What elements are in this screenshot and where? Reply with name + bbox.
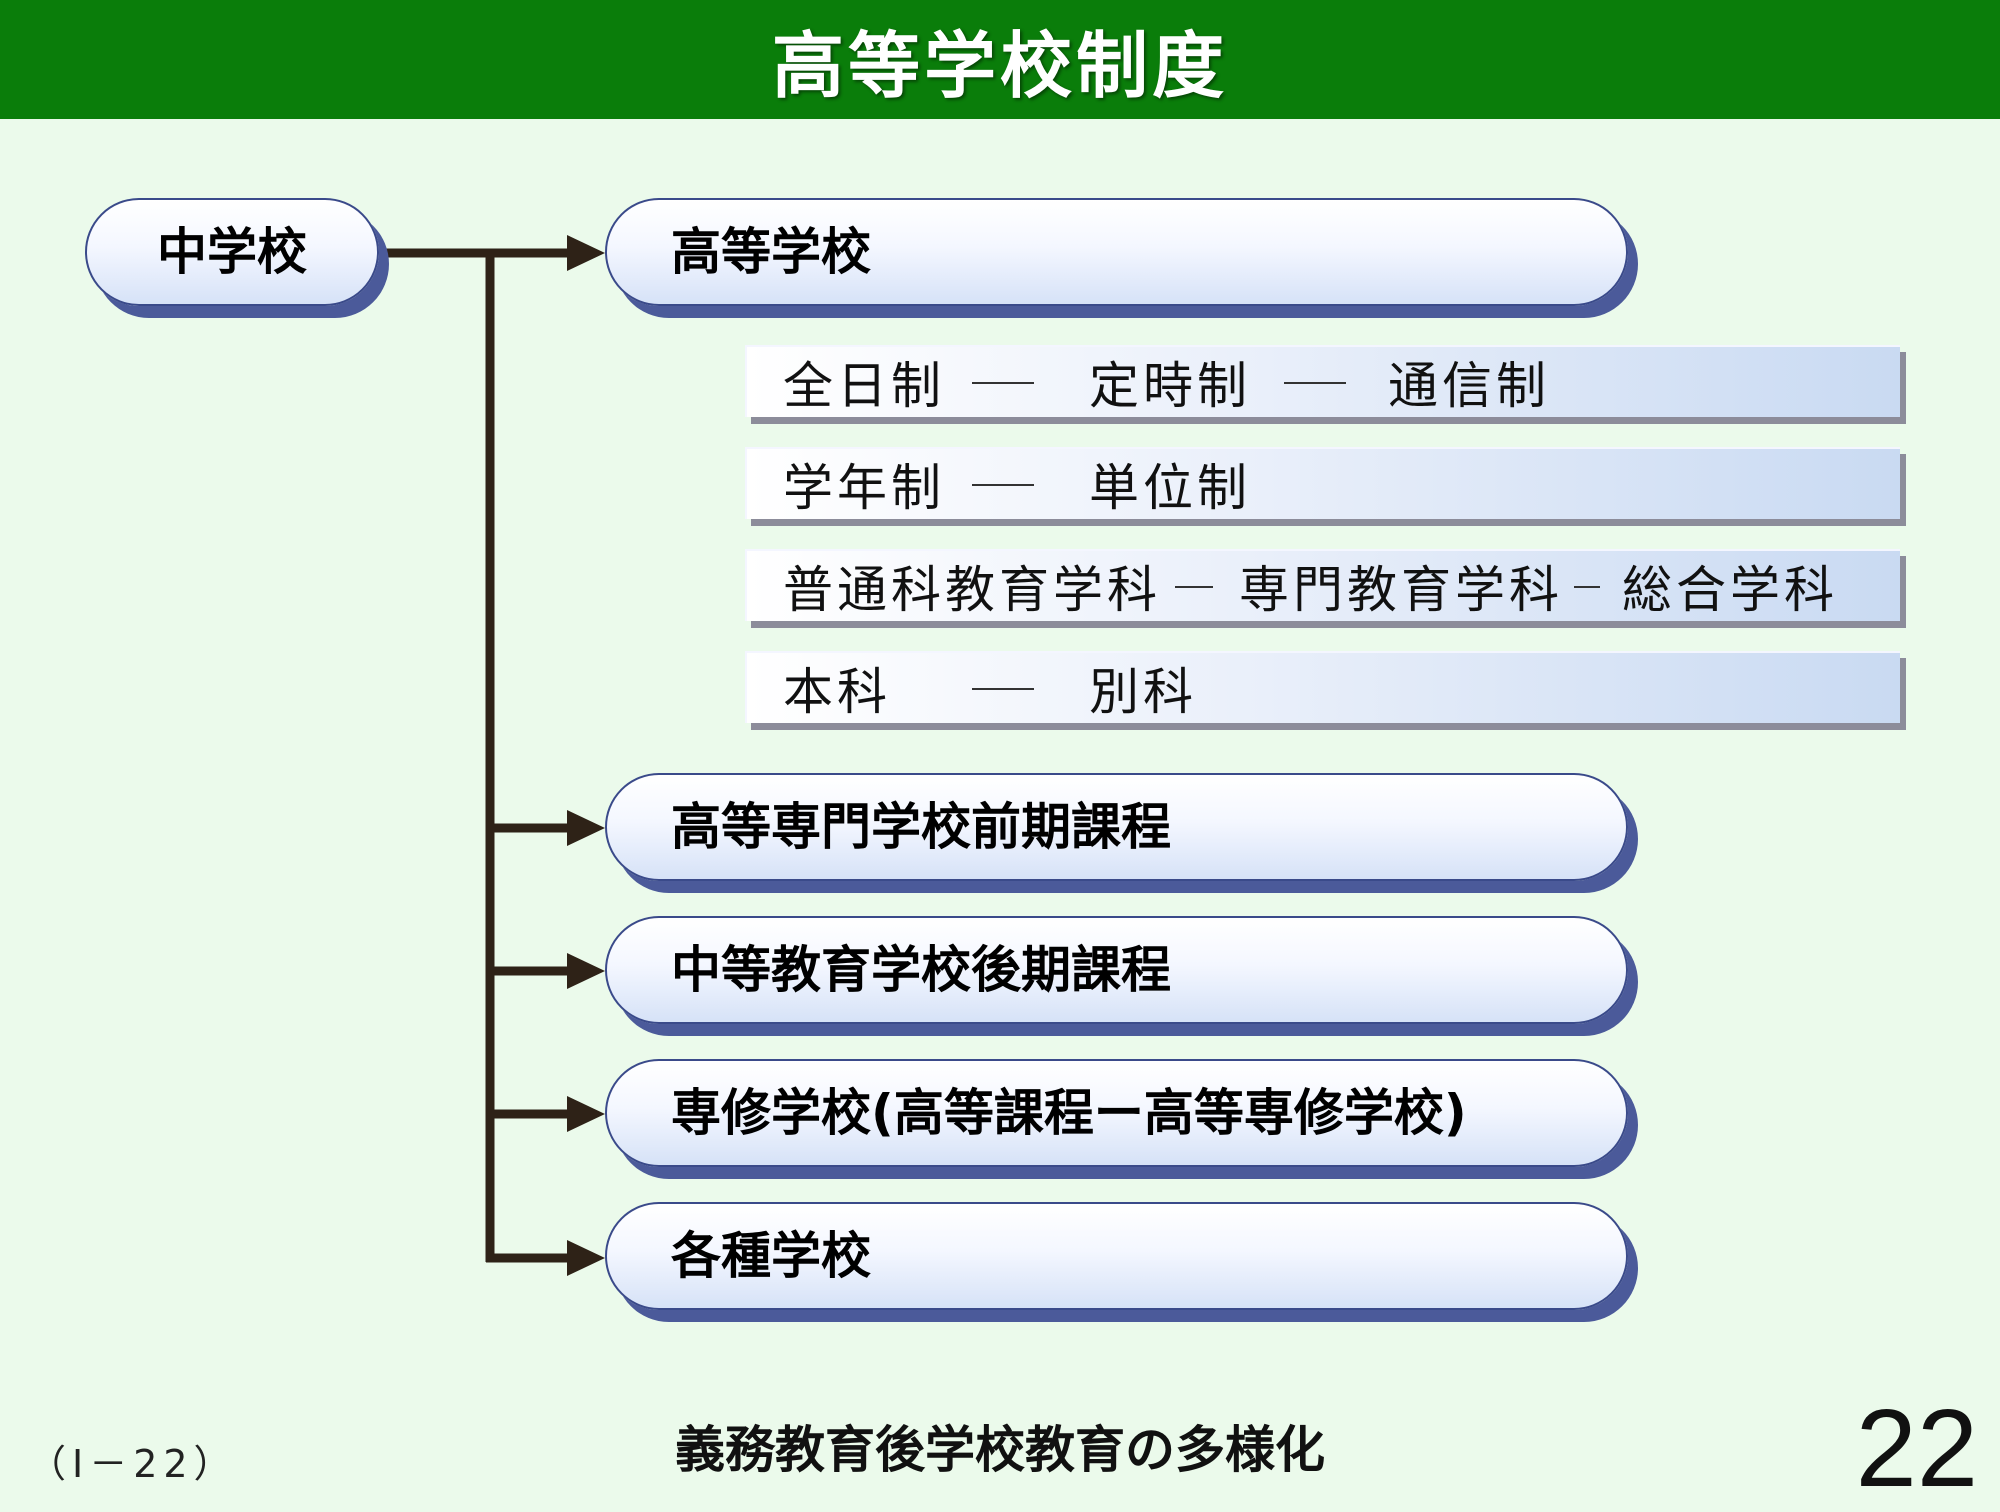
page-title: 高等学校制度 [771,24,1228,108]
panel-department: 普通科教育学科 専門教育学科 総合学科 [745,549,1900,621]
panel-department-dash-2 [1574,586,1600,588]
panel-course-type-dash-1 [972,382,1034,384]
panel-course-type-item-1: 全日制 [783,357,945,415]
node-high-school-label: 高等学校 [671,223,871,281]
panel-course-type-item-3: 通信制 [1388,357,1550,415]
node-specialized-training-label: 専修学校(高等課程ー高等専修学校) [671,1084,1467,1142]
arrowhead-5 [567,1240,605,1276]
node-kosen-early: 高等専門学校前期課程 [605,773,1628,881]
title-bar: 高等学校制度 [0,0,2000,119]
panel-main-course-item-2: 別科 [1089,663,1197,721]
panel-department-item-1: 普通科教育学科 [783,561,1161,619]
node-junior-high-label: 中学校 [157,223,307,281]
node-junior-high: 中学校 [85,198,379,306]
node-secondary-later-label: 中等教育学校後期課程 [671,941,1171,999]
panel-course-type-dash-2 [1284,382,1346,384]
panel-credit-system-dash-1 [972,484,1034,486]
node-specialized-training: 専修学校(高等課程ー高等専修学校) [605,1059,1628,1167]
arrowhead-4 [567,1096,605,1132]
panel-course-type: 全日制 定時制 通信制 [745,345,1900,417]
panel-main-course: 本科 別科 [745,651,1900,723]
panel-credit-system-item-2: 単位制 [1089,459,1251,517]
panel-credit-system-item-1: 学年制 [783,459,945,517]
node-high-school: 高等学校 [605,198,1628,306]
panel-main-course-dash-1 [972,688,1034,690]
arrowhead-1 [567,235,605,271]
page-number: 22 [1855,1387,1978,1510]
slide-caption: 義務教育後学校教育の多様化 [675,1421,1325,1479]
panel-department-item-2: 専門教育学科 [1239,561,1563,619]
panel-main-course-item-1: 本科 [783,663,891,721]
panel-course-type-item-2: 定時制 [1089,357,1251,415]
slide-reference: （Ⅰ－22） [28,1442,238,1486]
arrowhead-2 [567,810,605,846]
arrowhead-3 [567,953,605,989]
node-miscellaneous: 各種学校 [605,1202,1628,1310]
node-miscellaneous-label: 各種学校 [671,1227,871,1285]
panel-department-dash-1 [1175,586,1213,588]
panel-credit-system: 学年制 単位制 [745,447,1900,519]
node-kosen-early-label: 高等専門学校前期課程 [671,798,1171,856]
node-secondary-later: 中等教育学校後期課程 [605,916,1628,1024]
panel-department-item-3: 総合学科 [1622,561,1838,619]
